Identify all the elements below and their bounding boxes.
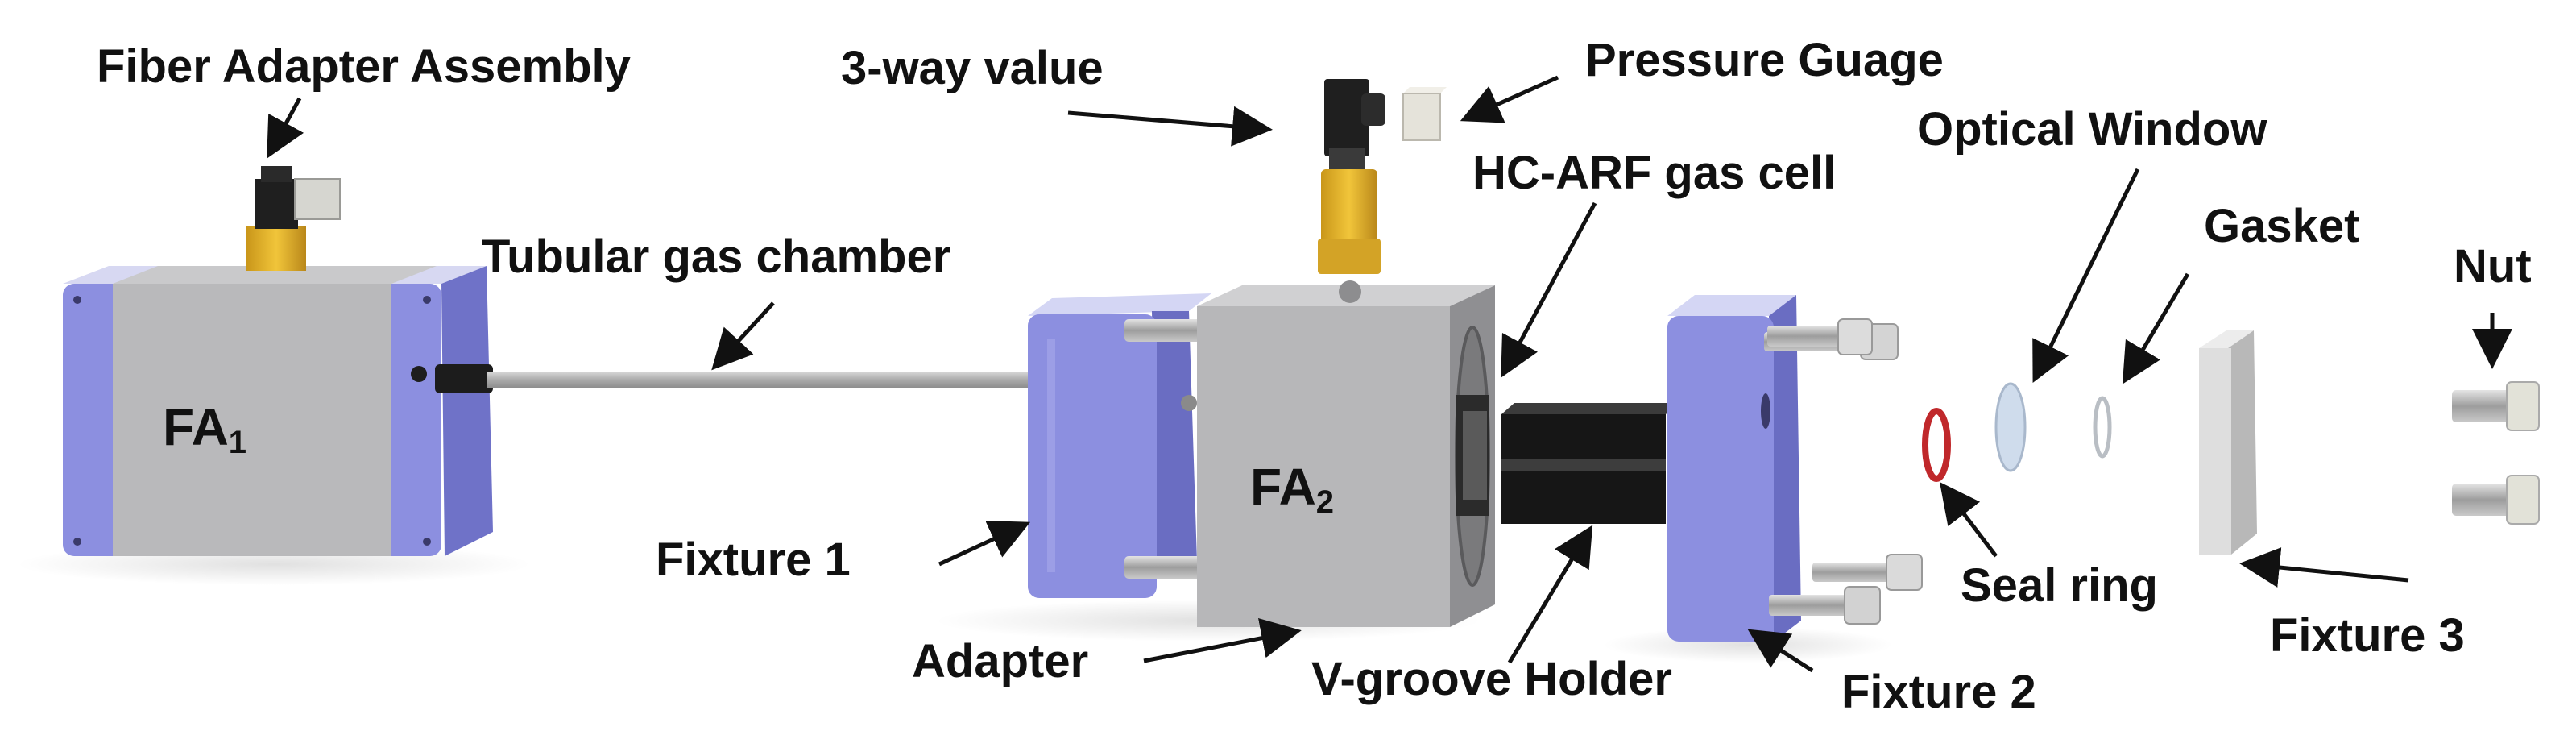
- gasket-part: [2093, 396, 2112, 459]
- arrow-fixture-2: [1747, 629, 1814, 673]
- arrow-fixture-3: [2239, 547, 2409, 588]
- arrow-fixture-1: [938, 521, 1031, 567]
- seal-ring-part: [1922, 408, 1951, 482]
- fa2-label: FA2: [1250, 461, 1334, 518]
- fa2-label-base: FA: [1250, 458, 1316, 516]
- arrow-seal-ring: [1939, 482, 1998, 558]
- fa1-block: [63, 266, 493, 556]
- arrow-fiber-adapter: [267, 97, 304, 159]
- arrow-adapter: [1143, 618, 1302, 663]
- leader-arrows: [267, 75, 2512, 673]
- label-tubular-gas-chamber: Tubular gas chamber: [482, 231, 951, 283]
- fixture-3: [2199, 330, 2257, 555]
- arrow-pressure-guage: [1460, 75, 1559, 123]
- adapter-bolts: [1124, 319, 1205, 579]
- fiber-adapter-assembly: [246, 166, 341, 271]
- label-fixture-3: Fixture 3: [2270, 609, 2465, 662]
- v-groove-holder: [1501, 403, 1679, 524]
- fa1-label-base: FA: [163, 398, 229, 456]
- fixture-2-bolts: [1764, 318, 1923, 625]
- label-seal-ring: Seal ring: [1961, 559, 2158, 612]
- three-way-valve: [1318, 79, 1385, 274]
- pressure-gauge: [1402, 87, 1447, 141]
- fa1-label-sub: 1: [228, 425, 247, 460]
- fa2-block: [1197, 280, 1495, 627]
- label-fixture-2: Fixture 2: [1841, 666, 2036, 718]
- tubular-gas-chamber: [435, 364, 1052, 393]
- label-v-groove-holder: V-groove Holder: [1311, 653, 1672, 705]
- fixture-2: [1667, 295, 1801, 642]
- label-three-way-value: 3-way value: [841, 42, 1104, 94]
- fixture-1: [1028, 293, 1211, 598]
- arrow-tubular-gas-chamber: [711, 301, 775, 371]
- fa2-label-sub: 2: [1315, 484, 1335, 520]
- label-hc-arf-gas-cell: HC-ARF gas cell: [1472, 147, 1837, 199]
- fa1-label: FA1: [163, 401, 246, 459]
- label-optical-window: Optical Window: [1917, 103, 2267, 156]
- label-fixture-1: Fixture 1: [656, 534, 851, 586]
- label-gasket: Gasket: [2204, 200, 2360, 252]
- label-adapter: Adapter: [912, 635, 1089, 687]
- optical-window-part: [1994, 382, 2027, 472]
- arrow-optical-window: [2032, 168, 2140, 383]
- nuts: [2452, 381, 2540, 525]
- label-fiber-adapter-assembly: Fiber Adapter Assembly: [97, 40, 631, 93]
- arrow-v-groove-holder: [1507, 525, 1593, 664]
- arrow-hc-arf-gas-cell: [1501, 201, 1597, 378]
- arrow-gasket: [2122, 272, 2190, 384]
- label-nut: Nut: [2454, 240, 2532, 293]
- arrow-three-way-value: [1067, 106, 1273, 147]
- label-pressure-guage: Pressure Guage: [1585, 34, 1944, 86]
